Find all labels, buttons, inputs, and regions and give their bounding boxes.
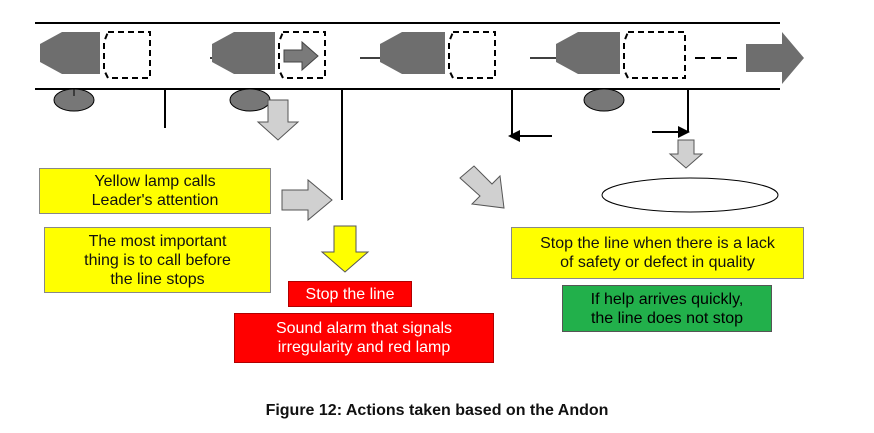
right-callout-arrow-icon xyxy=(281,178,333,222)
workstation-4 xyxy=(530,31,779,213)
yellow-down-arrow-icon xyxy=(320,225,370,273)
down-arrow-icon xyxy=(256,99,300,141)
workstation-3 xyxy=(360,31,552,142)
left-arrow-icon xyxy=(508,130,520,142)
line-flow-arrow-icon xyxy=(746,32,804,84)
car-body-icon xyxy=(40,32,100,74)
operator-icon xyxy=(583,88,625,112)
important-label: The most important thing is to call befo… xyxy=(44,227,271,293)
down-arrow-icon xyxy=(668,139,704,169)
right-arrow-icon xyxy=(678,126,690,138)
diagonal-arrow-icon xyxy=(459,165,505,209)
stop-lack-label: Stop the line when there is a lack of sa… xyxy=(511,227,804,279)
car-outline-icon xyxy=(103,31,151,79)
car-outline-icon xyxy=(448,31,496,79)
figure-caption: Figure 12: Actions taken based on the An… xyxy=(265,402,609,419)
empty-ellipse xyxy=(601,177,779,213)
workstation-2 xyxy=(210,31,343,200)
workstation-1 xyxy=(40,31,166,128)
move-arrow-icon xyxy=(283,40,319,72)
yellow-lamp-label: Yellow lamp calls Leader's attention xyxy=(39,168,271,214)
operator-icon xyxy=(229,88,271,112)
sound-alarm-label: Sound alarm that signals irregularity an… xyxy=(234,313,494,363)
car-body-icon xyxy=(212,32,275,74)
car-outline-icon xyxy=(623,31,686,79)
car-body-icon xyxy=(380,32,445,74)
help-arrives-label: If help arrives quickly, the line does n… xyxy=(562,285,772,332)
car-outline-icon xyxy=(278,31,326,79)
car-body-icon xyxy=(556,32,620,74)
stop-line-label: Stop the line xyxy=(288,281,412,307)
